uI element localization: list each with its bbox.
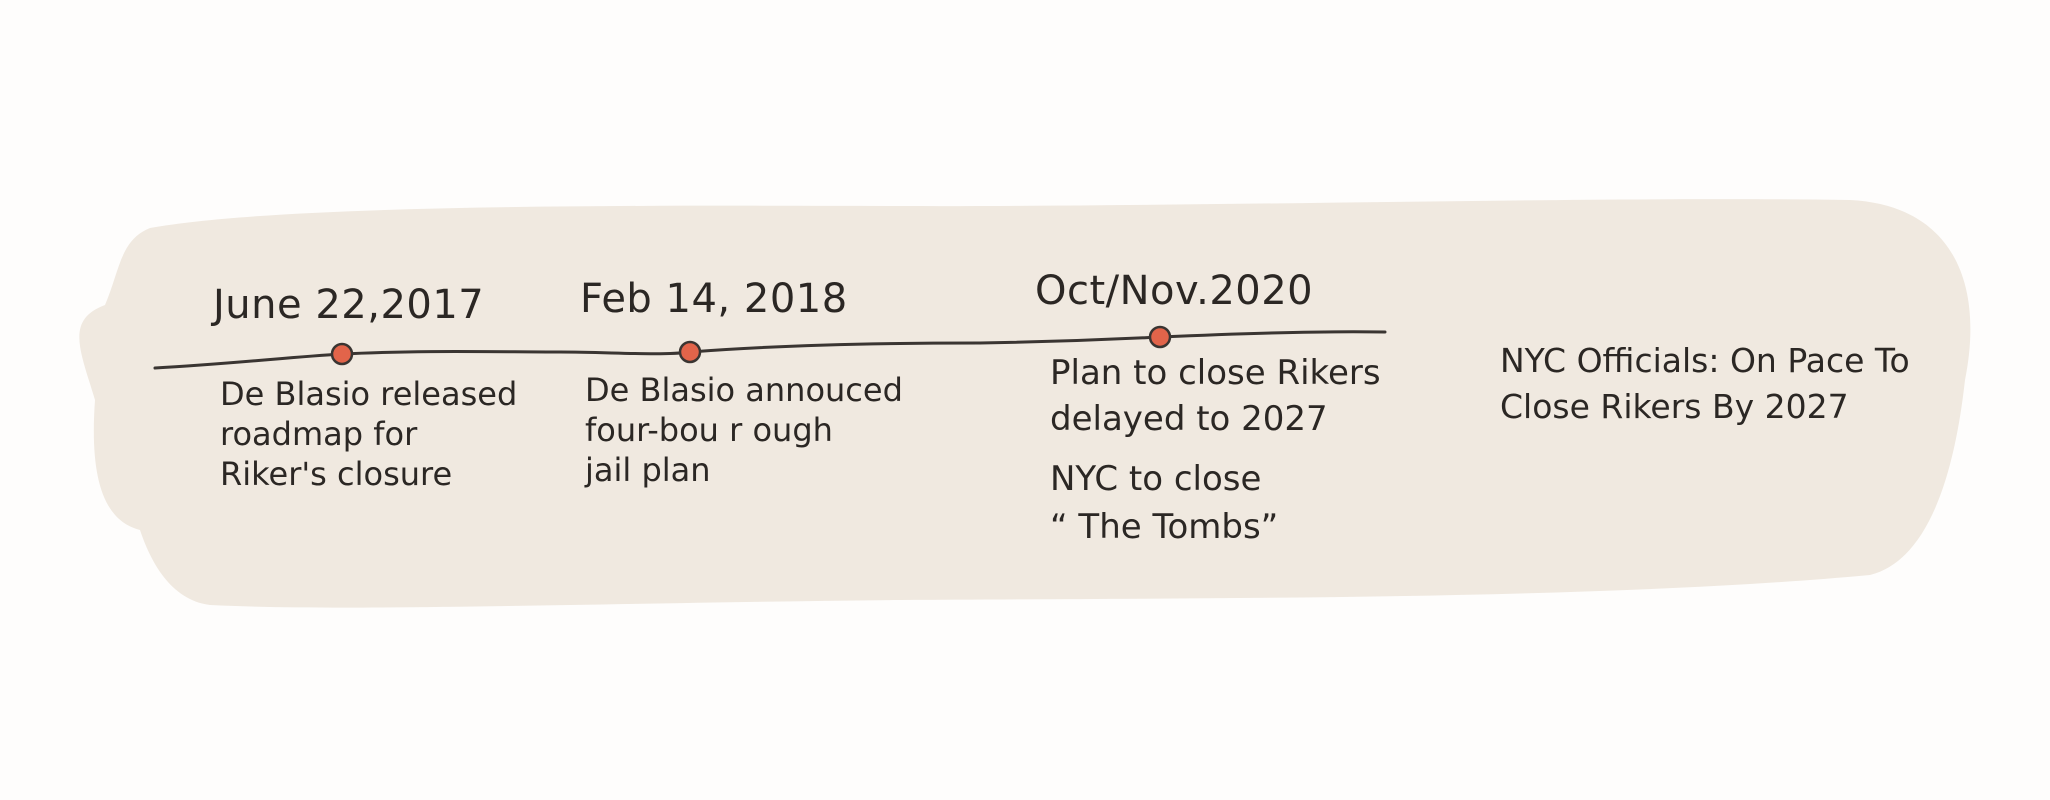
end-note: NYC Officials: On Pace To Close Rikers B… bbox=[1500, 338, 1910, 430]
description-line: Plan to close Rikers bbox=[1050, 353, 1381, 393]
description-line: “ The Tombs” bbox=[1050, 507, 1279, 547]
description-line: NYC to close bbox=[1050, 459, 1262, 499]
description-line: roadmap for bbox=[220, 415, 418, 453]
event-date: Oct/Nov.2020 bbox=[1035, 268, 1314, 314]
description-line: De Blasio released bbox=[220, 375, 518, 413]
event-date: June 22,2017 bbox=[213, 282, 485, 328]
description-line: Riker's closure bbox=[220, 455, 453, 493]
description-line: four-bou r ough bbox=[585, 411, 833, 449]
event-description: Plan to close Rikers delayed to 2027 bbox=[1050, 350, 1381, 442]
event-date: Feb 14, 2018 bbox=[580, 276, 848, 322]
event-description: De Blasio annouced four-bou r ough jail … bbox=[585, 370, 903, 490]
event-description: De Blasio released roadmap for Riker's c… bbox=[220, 374, 517, 494]
end-note-line: NYC Officials: On Pace To bbox=[1500, 341, 1910, 380]
end-note-line: Close Rikers By 2027 bbox=[1500, 387, 1849, 426]
event-marker bbox=[1148, 325, 1172, 349]
description-line: delayed to 2027 bbox=[1050, 399, 1328, 439]
background-band bbox=[79, 199, 1971, 608]
description-line: jail plan bbox=[585, 451, 711, 489]
event-secondary-description: NYC to close “ The Tombs” bbox=[1050, 455, 1278, 551]
event-marker bbox=[330, 342, 354, 366]
description-line: De Blasio annouced bbox=[585, 371, 903, 409]
event-marker bbox=[678, 340, 702, 364]
